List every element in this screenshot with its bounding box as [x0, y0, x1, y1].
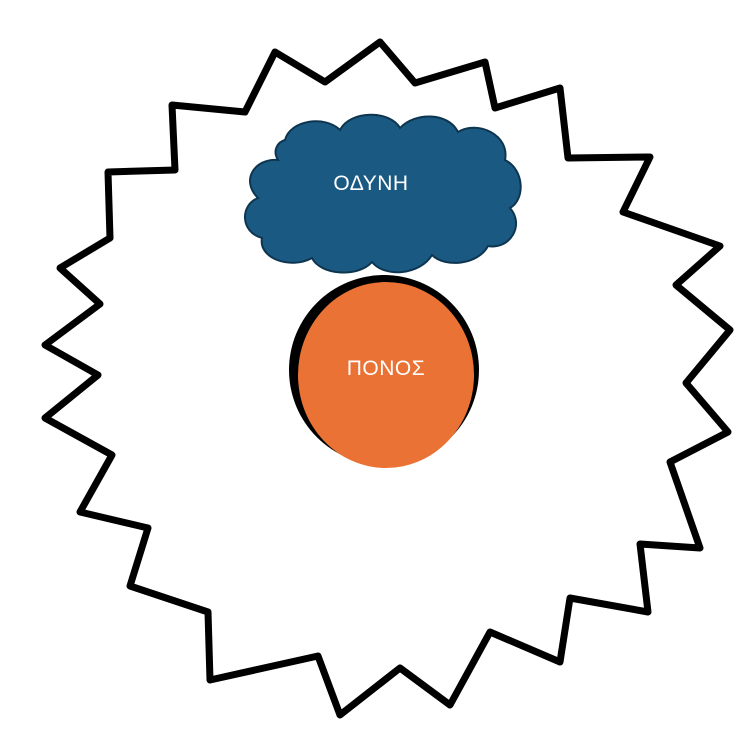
cloud-shape [244, 113, 522, 274]
circle-label: ΠΟΝΟΣ [347, 357, 425, 380]
circle-shape [298, 282, 474, 468]
cloud-label: ΟΔΥΝΗ [333, 172, 408, 195]
